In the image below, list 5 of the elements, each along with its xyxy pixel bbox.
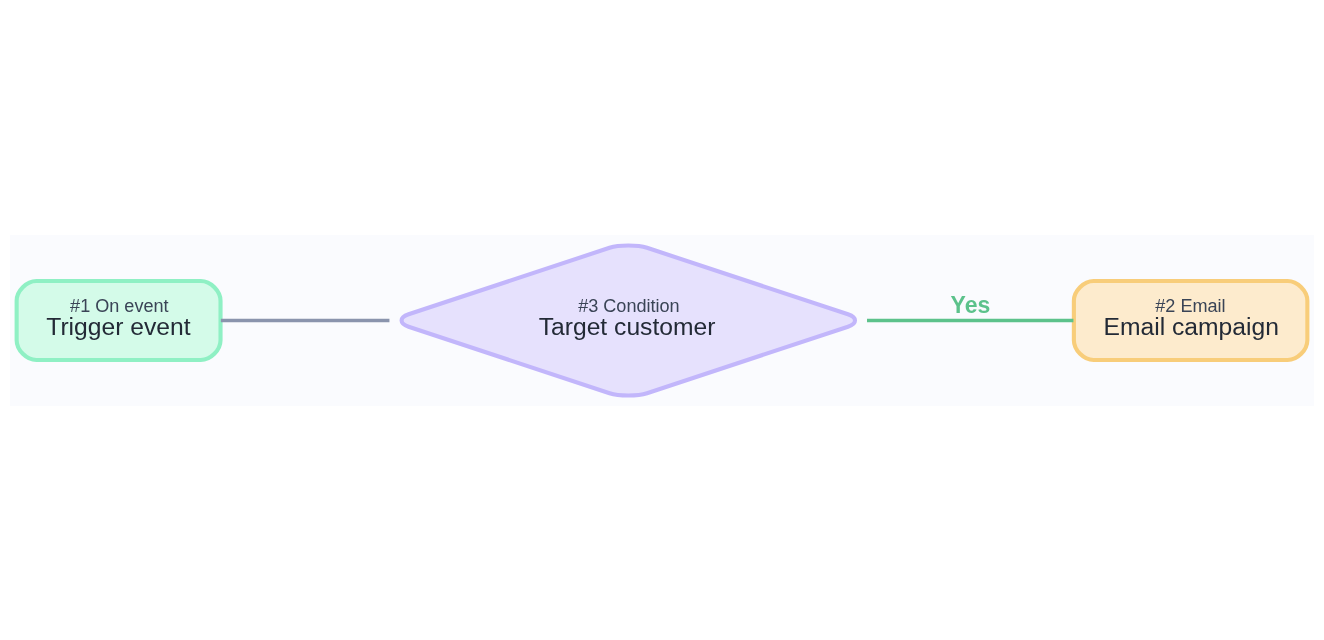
node-box: #2 Email Email campaign xyxy=(1071,278,1310,362)
edge-label: Yes xyxy=(950,291,991,318)
connector xyxy=(867,318,1074,322)
node-box: #1 On event Trigger event xyxy=(14,278,223,362)
connector xyxy=(220,318,390,322)
